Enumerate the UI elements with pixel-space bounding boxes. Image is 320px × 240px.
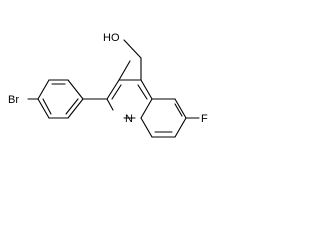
methyl-bond: [118, 60, 131, 81]
double-bond-inner: [137, 84, 148, 100]
bond: [106, 79, 120, 100]
bond: [67, 79, 84, 100]
structure-diagram: HO Br N F: [8, 32, 208, 138]
bond: [174, 98, 187, 119]
double-bond-inner: [174, 103, 183, 117]
bond: [67, 98, 84, 119]
bond: [37, 98, 50, 119]
double-bond-inner: [111, 84, 122, 100]
c-o-bond: [123, 39, 142, 59]
molecule-drawing: HO Br N F: [8, 32, 208, 138]
bond: [140, 117, 153, 138]
bond: [140, 79, 153, 100]
hydroxyl-label: HO: [103, 32, 120, 44]
bond: [140, 98, 153, 119]
benzo-ring: [140, 98, 187, 138]
double-bond-inner: [65, 98, 79, 115]
fluorine-label: F: [201, 113, 208, 125]
bond: [174, 117, 187, 138]
bond: [37, 79, 50, 100]
bromophenyl-ring: [37, 79, 84, 119]
bond: [106, 98, 114, 111]
nitrogen-label: N: [125, 113, 133, 125]
double-bond-inner: [42, 98, 52, 115]
pyridine-ring: [106, 79, 153, 119]
bromine-label: Br: [8, 94, 19, 106]
